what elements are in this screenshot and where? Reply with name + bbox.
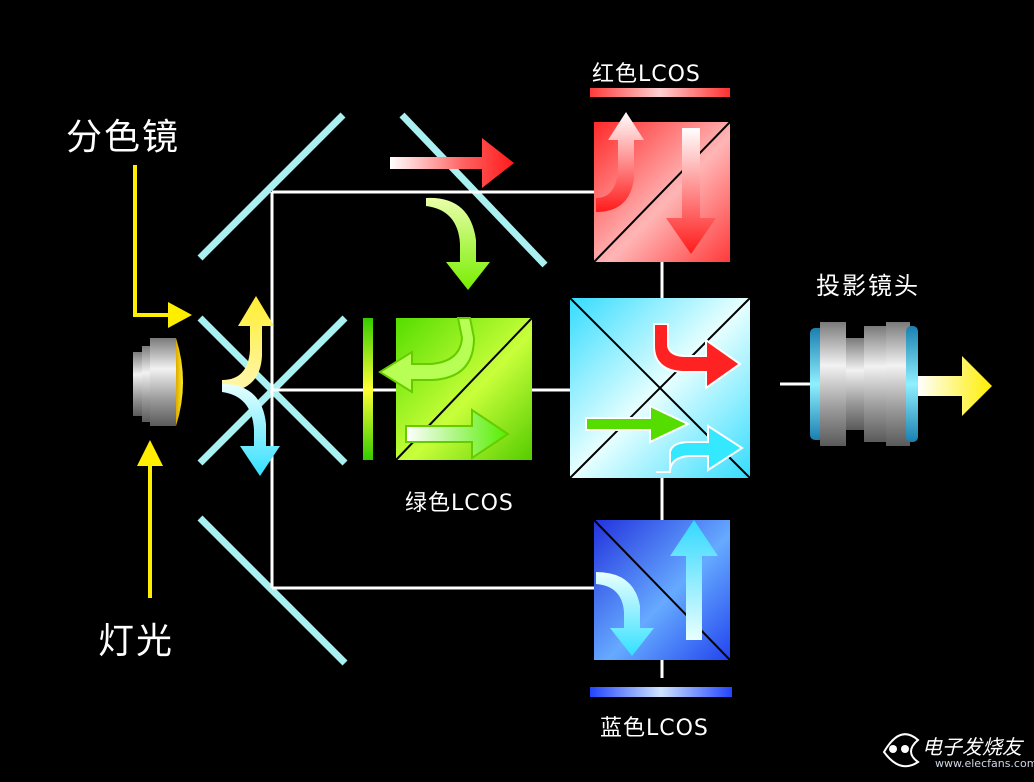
label-dichroic-mirror: 分色镜 <box>66 117 181 158</box>
red-down-arrow <box>666 128 716 254</box>
green-prism-right-arrow <box>405 408 510 460</box>
label-green-lcos: 绿色LCOS <box>405 491 514 516</box>
watermark-logo-icon <box>882 733 920 768</box>
cyan-curve-down-arrow <box>222 384 280 476</box>
mirror-bottom-left <box>197 515 348 666</box>
cyan-up-arrow <box>670 520 718 640</box>
label-red-lcos: 红色LCOS <box>592 62 701 87</box>
red-lcos-panel <box>590 88 730 97</box>
green-prism-left-arrow <box>378 317 476 394</box>
output-arrow <box>918 356 992 416</box>
red-input-arrow <box>390 138 514 188</box>
lamp-pointer-head <box>137 440 163 466</box>
watermark-logo-text: 电子发烧友 <box>922 735 1022 759</box>
label-arrows <box>133 165 172 598</box>
label-projection-lens: 投影镜头 <box>816 272 920 300</box>
dichroic-pointer-head <box>168 302 192 328</box>
yellow-curve-up-arrow <box>222 296 274 392</box>
green-lcos-panel <box>363 318 373 460</box>
lamp <box>133 338 183 426</box>
watermark-url: www.elecfans.com <box>935 757 1034 770</box>
label-lamp: 灯光 <box>98 621 175 662</box>
cyan-curve-down-blue-arrow <box>596 572 654 656</box>
cyan-cube-curve-arrow <box>656 424 744 473</box>
mirror-top-left <box>197 112 346 261</box>
blue-lcos-panel <box>590 687 732 697</box>
mirror-top-right <box>399 112 548 268</box>
green-cube-arrow <box>585 404 691 444</box>
projection-lens <box>810 322 918 446</box>
green-curve-down-arrow <box>426 197 490 290</box>
red-curve-up-arrow <box>596 112 644 212</box>
label-blue-lcos: 蓝色LCOS <box>600 716 709 741</box>
red-cube-curve-arrow <box>653 323 742 390</box>
